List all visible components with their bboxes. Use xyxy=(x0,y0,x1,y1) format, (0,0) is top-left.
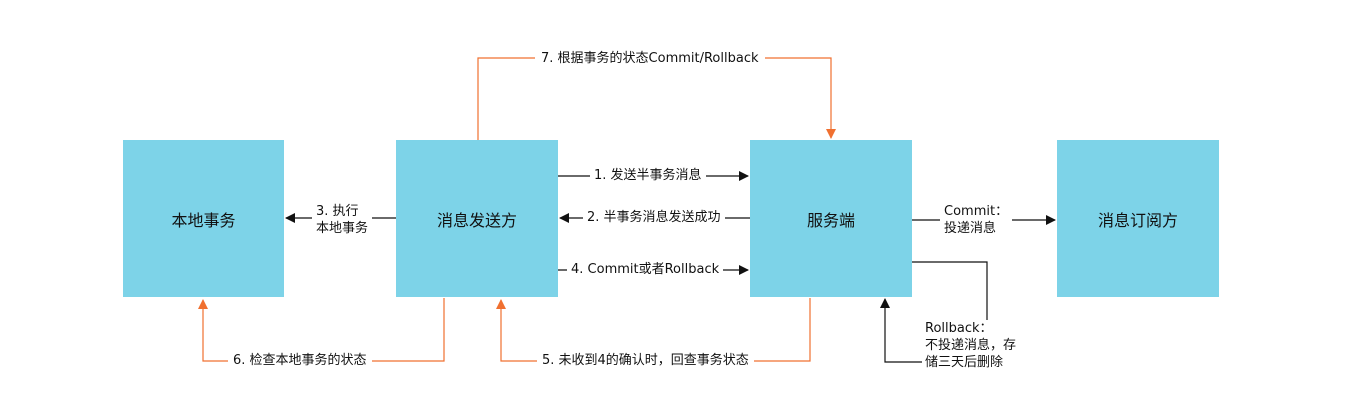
label-step2: 2. 半事务消息发送成功 xyxy=(583,209,725,226)
label-step4: 4. Commit或者Rollback xyxy=(567,261,724,278)
label-step6: 6. 检查本地事务的状态 xyxy=(228,352,372,369)
node-producer: 消息发送方 xyxy=(396,140,558,297)
label-step7: 7. 根据事务的状态Commit/Rollback xyxy=(535,50,765,67)
edge-step7 xyxy=(477,57,836,140)
label-commit: Commit： 投递消息 xyxy=(940,203,1013,237)
label-step3: 3. 执行 本地事务 xyxy=(312,203,373,237)
label-step1: 1. 发送半事务消息 xyxy=(590,167,706,184)
node-local-transaction-label: 本地事务 xyxy=(171,210,236,230)
label-step5: 5. 未收到4的确认时，回查事务状态 xyxy=(537,352,754,369)
label-rollback: Rollback： 不投递消息，存 储三天后删除 xyxy=(922,320,1020,371)
node-server: 服务端 xyxy=(750,140,912,297)
node-producer-label: 消息发送方 xyxy=(436,210,517,230)
node-consumer: 消息订阅方 xyxy=(1057,140,1219,297)
node-local-transaction: 本地事务 xyxy=(123,140,284,297)
node-consumer-label: 消息订阅方 xyxy=(1097,210,1178,230)
node-server-label: 服务端 xyxy=(806,210,855,230)
